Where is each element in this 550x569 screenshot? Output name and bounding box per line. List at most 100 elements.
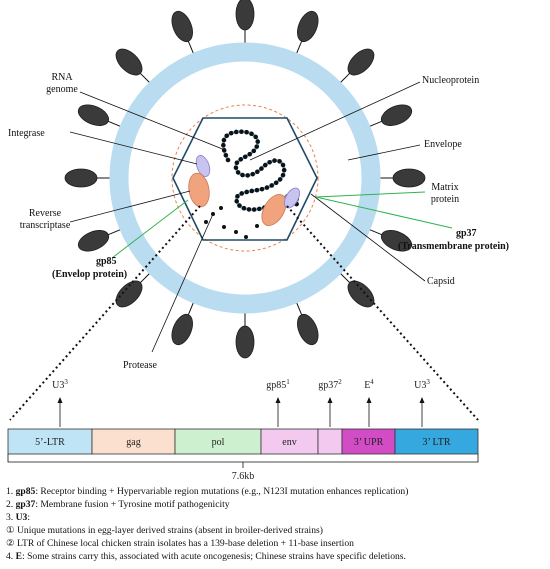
nucleotide-dot [251, 207, 257, 212]
marker-arrowhead [327, 397, 333, 403]
nucleotide-dot [224, 133, 230, 139]
genome-segment [7, 428, 93, 455]
spike-stalk [106, 228, 122, 236]
nucleotide-dot [259, 186, 265, 192]
particle [244, 235, 248, 239]
nucleotide-dot [272, 158, 277, 163]
genome-segment [341, 428, 396, 455]
genome-segment [317, 428, 343, 455]
matrix-dashed-ring [171, 104, 319, 252]
spike-stalk [187, 301, 195, 317]
footnote-text: : Receptor binding + Hypervariable regio… [35, 486, 409, 497]
nucleoprotein-label: Nucleoprotein [422, 75, 479, 86]
spike-stalk [187, 39, 195, 55]
genome-segment-label: 3’ UPR [354, 437, 384, 448]
matrix-protein-label-line1: Matrix [431, 182, 458, 193]
nucleotide-dot [245, 173, 250, 178]
footnote-line: ② LTR of Chinese local chicken strain is… [6, 537, 546, 550]
gp85-sublabel: (Envelop protein) [52, 269, 127, 280]
nucleotide-dot [240, 172, 245, 178]
green-pointer-lines [111, 191, 453, 259]
spike-knob [380, 230, 413, 252]
nucleotide-dot [225, 157, 231, 163]
nucleoprotein-pointer [249, 81, 421, 161]
nucleotide-dot [254, 187, 260, 193]
protease-label: Protease [123, 360, 157, 371]
nucleotide-dot [246, 207, 252, 212]
genome-marker-label: gp372 [318, 378, 342, 391]
particle [234, 230, 238, 234]
nucleotide-dot [239, 191, 245, 196]
spike-stalk [368, 228, 384, 236]
nucleotide-dot [237, 203, 242, 208]
pointer-lines [69, 81, 426, 353]
footnote-number: 2. [6, 499, 16, 510]
nucleotide-dot [251, 148, 257, 154]
nucleotide-dot [262, 162, 268, 168]
genome-segment [260, 428, 319, 455]
nucleotide-dot [277, 159, 282, 164]
rna-genome-pointer [79, 91, 226, 151]
nucleotide-dot [223, 152, 229, 158]
footnote-line: 1. gp85: Receptor binding + Hypervariabl… [6, 485, 546, 498]
spike-knob [171, 10, 193, 43]
footnote-term: gp85 [15, 486, 36, 497]
particle [222, 225, 226, 229]
genome-segment-label: gag [126, 437, 140, 448]
nucleotide-dot [239, 129, 244, 134]
spike-knob [115, 48, 143, 76]
footnote-text: : Membrane fusion + Tyrosine motif patho… [35, 499, 230, 510]
spike-knob [380, 104, 413, 126]
footnote-term: E [15, 551, 22, 562]
footnote-number: 1. [6, 486, 16, 497]
gp37-label: gp37 [456, 228, 477, 239]
nucleotide-dot [235, 194, 240, 199]
particle [204, 220, 208, 224]
nucleotide-dot [259, 166, 264, 171]
marker-arrowhead [57, 397, 63, 403]
footnote-term: U3 [15, 512, 28, 523]
reverse-transcriptase-pointer [69, 190, 191, 223]
spike-knob [64, 168, 98, 188]
spike-stalk [295, 301, 303, 317]
reverse-transcriptase-protein [188, 172, 210, 208]
capsid-hexagon [172, 117, 318, 241]
spike-knob [297, 313, 319, 346]
capsid-label: Capsid [427, 276, 455, 287]
gp85-pointer [111, 199, 189, 259]
footnote-line: 2. gp37: Membrane fusion + Tyrosine moti… [6, 498, 546, 511]
nucleotide-dot [257, 206, 262, 212]
spike-knob [347, 48, 375, 76]
particle [219, 206, 223, 210]
matrix-lavender-protein [284, 187, 300, 209]
spike-knob [171, 313, 193, 346]
integrase-pointer [69, 131, 198, 165]
genome-marker-label: U33 [414, 378, 430, 391]
matrix-protein-label-line2: protein [431, 194, 459, 205]
genome-marker-label: gp851 [266, 378, 290, 391]
genome-segment-label: 5’-LTR [35, 437, 65, 448]
nucleotide-dot [277, 177, 283, 182]
nucleotide-dot [264, 185, 270, 190]
spike-knob [392, 168, 426, 188]
nucleotide-dot [234, 198, 240, 204]
spike-stalk [339, 71, 352, 84]
footnote-line: ① Unique mutations in egg-layer derived … [6, 524, 546, 537]
envelope-label: Envelope [424, 139, 462, 150]
rna-genome-label-line1: RNA [51, 72, 73, 83]
envelope-spikes [64, 0, 426, 359]
capsid-pointer [310, 193, 426, 282]
footnote-text: ① Unique mutations in egg-layer derived … [6, 525, 323, 536]
footnote-text: ② LTR of Chinese local chicken strain is… [6, 538, 354, 549]
nucleotide-dot [228, 130, 234, 136]
nucleotide-dot [241, 205, 247, 211]
nucleotide-dot [281, 167, 287, 173]
footnote-line: 4. E: Some strains carry this, associate… [6, 550, 546, 563]
nucleotide-dot [280, 162, 286, 168]
nucleotide-dot [242, 154, 248, 160]
footnote-text: : Some strains carry this, associated wi… [22, 551, 406, 562]
gp37-pointer [315, 196, 453, 229]
rna-genome-label-line2: genome [46, 84, 78, 95]
